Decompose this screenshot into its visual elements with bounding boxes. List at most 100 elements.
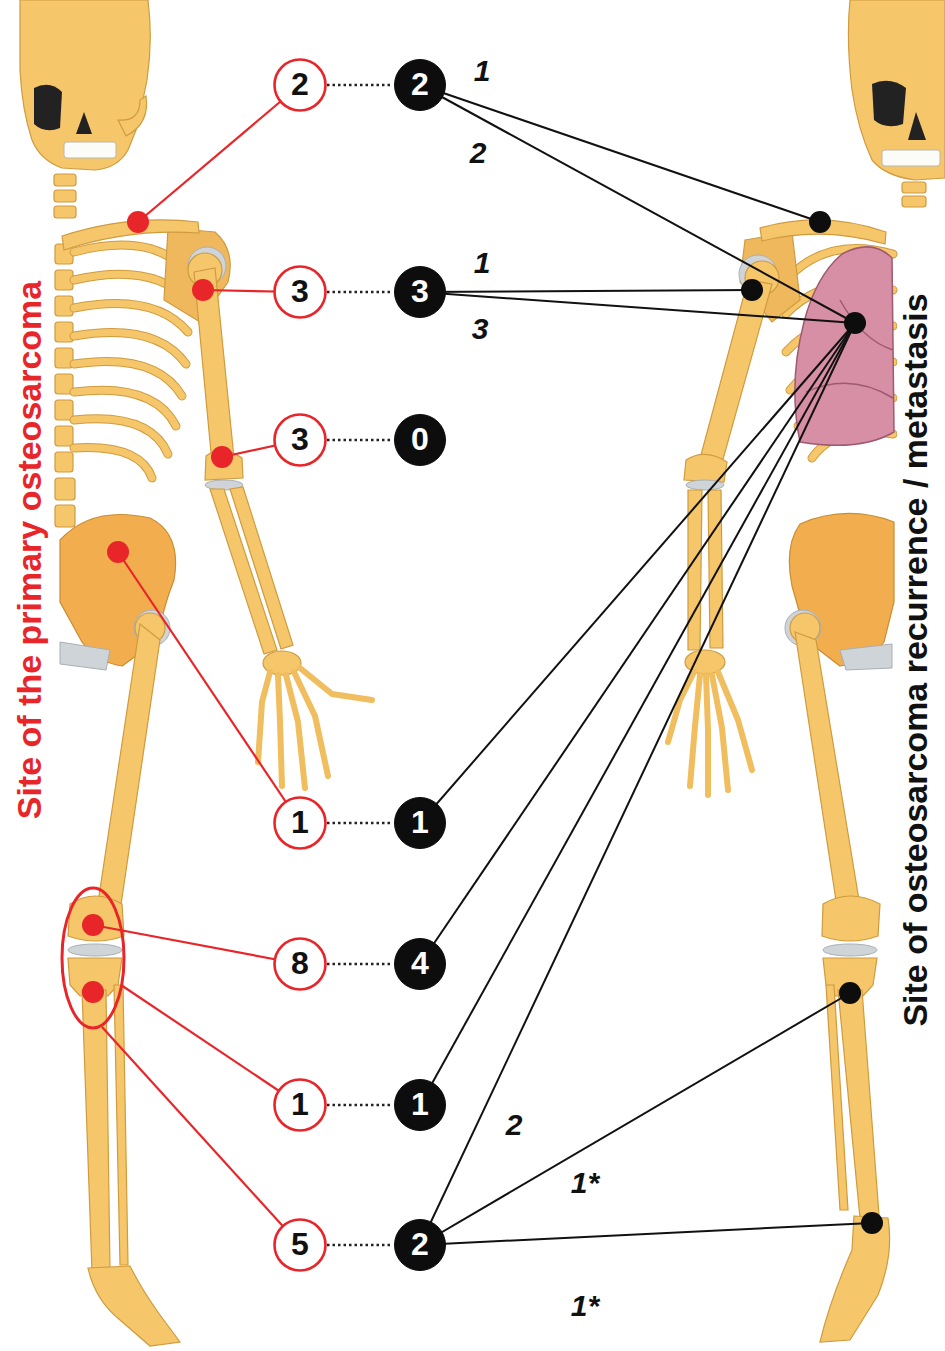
right-skeleton <box>902 196 926 207</box>
right-skeleton <box>826 985 848 1210</box>
right-skeleton <box>840 300 893 350</box>
primary-site-leader-lines <box>121 985 300 1105</box>
count-circle <box>395 1220 446 1271</box>
recurrence-leader-lines <box>420 290 752 292</box>
recurrence-site-dot <box>861 1212 883 1234</box>
recurrence-count: 2 <box>393 58 447 112</box>
left-skeleton <box>34 85 62 130</box>
recurrence-leader-lines <box>420 85 855 323</box>
count-number: 2 <box>291 67 309 102</box>
primary-site-count: 8 <box>273 937 327 991</box>
count-circle <box>395 939 446 990</box>
left-skeleton <box>278 675 282 786</box>
left-skeleton <box>20 0 372 1346</box>
left-skeleton <box>74 448 152 478</box>
count-number: 0 <box>411 422 429 457</box>
count-number: 1 <box>411 1087 429 1122</box>
count-circle <box>395 1080 446 1131</box>
count-circle <box>275 1220 326 1271</box>
left-skeleton <box>55 478 75 500</box>
recurrence-site-dot <box>741 279 763 301</box>
right-skeleton <box>908 112 926 140</box>
recurrence-leader-lines <box>420 323 855 964</box>
count-circle <box>395 798 446 849</box>
count-circle <box>395 267 446 318</box>
primary-site-count: 1 <box>273 796 327 850</box>
line-count-label: 1 <box>471 54 494 87</box>
right-skeleton <box>902 182 926 193</box>
primary-site-leader-lines <box>62 888 124 1028</box>
dotted-connector <box>327 822 393 825</box>
line-count-label: 2 <box>503 1108 526 1141</box>
left-skeleton <box>55 505 75 527</box>
dotted-connector <box>327 291 393 294</box>
count-circle <box>275 1080 326 1131</box>
recurrence-site-dot <box>809 211 831 233</box>
primary-site-dot <box>82 914 104 936</box>
right-skeleton <box>668 672 694 742</box>
recurrence-site-dot <box>839 982 861 1004</box>
count-number: 2 <box>411 67 429 102</box>
left-skeleton <box>54 190 76 202</box>
recurrence-site-dot <box>741 211 883 1234</box>
right-skeleton <box>706 675 708 795</box>
primary-site-leader-lines <box>93 925 300 964</box>
primary-site-dot <box>127 211 149 233</box>
left-skeleton <box>118 96 147 136</box>
recurrence-leader-lines <box>420 323 855 823</box>
right-skeleton <box>795 632 862 920</box>
left-skeleton <box>258 672 270 762</box>
count-number: 2 <box>411 1227 429 1262</box>
primary-site-count: 5 <box>273 1218 327 1272</box>
line-count-label: 2 <box>467 136 490 169</box>
count-number: 1 <box>291 1087 309 1122</box>
count-circle <box>275 267 326 318</box>
line-count-label: 1* <box>568 1289 602 1322</box>
right-skeleton <box>718 672 752 770</box>
primary-site-dot <box>211 446 233 468</box>
primary-site-leader-lines <box>102 1027 300 1245</box>
right-skeleton <box>823 944 877 956</box>
recurrence-count: 3 <box>393 265 447 319</box>
dotted-connector <box>327 84 393 87</box>
recurrence-leader-lines <box>420 1223 872 1245</box>
primary-site-dot <box>107 541 129 563</box>
left-skeleton <box>64 142 116 158</box>
recurrence-count: 0 <box>393 413 447 467</box>
left-skeleton <box>96 624 160 918</box>
left-skeleton <box>55 452 73 472</box>
right-skeleton <box>690 675 700 786</box>
dotted-connector <box>327 1244 393 1247</box>
primary-site-dot <box>192 279 214 301</box>
recurrence-count: 1 <box>393 796 447 850</box>
primary-site-dot <box>82 981 104 1003</box>
count-circle <box>275 939 326 990</box>
count-circle <box>275 415 326 466</box>
axis-title: Site of the primary osteosarcoma <box>11 281 48 820</box>
left-skeleton <box>88 1266 180 1346</box>
primary-site-count: 3 <box>273 413 327 467</box>
right-skeleton <box>872 81 906 126</box>
count-number: 3 <box>411 274 429 309</box>
recurrence-leader-lines <box>420 323 855 1245</box>
axis-title: Site of osteosarcoma recurrence / metast… <box>897 293 934 1026</box>
recurrence-count: 2 <box>393 1218 447 1272</box>
left-skeleton <box>74 303 188 332</box>
left-skeleton <box>68 896 124 941</box>
recurrence-leader-lines <box>420 85 820 222</box>
left-skeleton <box>114 985 128 1265</box>
count-number: 3 <box>291 274 309 309</box>
right-skeleton <box>668 0 945 1342</box>
right-skeleton <box>806 383 893 398</box>
count-number: 4 <box>411 946 429 981</box>
count-number: 8 <box>291 946 309 981</box>
left-skeleton <box>76 112 92 134</box>
count-number: 5 <box>291 1227 309 1262</box>
left-skeleton <box>230 487 293 649</box>
left-skeleton <box>20 0 150 170</box>
left-skeleton <box>68 944 122 956</box>
right-skeleton <box>820 1216 890 1342</box>
recurrence-leader-lines <box>420 993 850 1245</box>
